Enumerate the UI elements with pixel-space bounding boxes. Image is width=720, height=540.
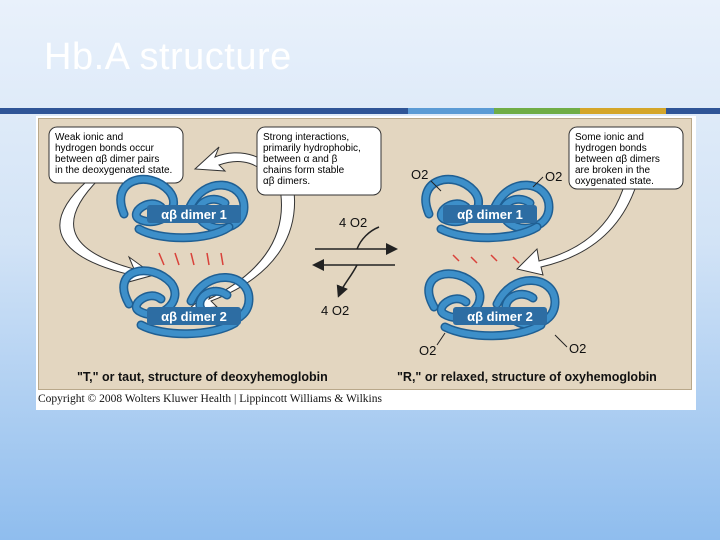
callout-middle-line: αβ dimers.	[263, 176, 310, 187]
t-dimer-2-label: αβ dimer 2	[161, 309, 227, 324]
callout-middle-line: between α and β	[263, 154, 338, 165]
callout-right-line: between αβ dimers	[575, 154, 660, 165]
o2-label-bottom-left: O2	[419, 343, 436, 358]
o2-label-top-left: O2	[411, 167, 428, 182]
caption-r-state: "R," or relaxed, structure of oxyhemoglo…	[397, 370, 657, 384]
callout-right-line: oxygenated state.	[575, 176, 654, 187]
callout-right: Some ionic and hydrogen bonds between αβ…	[568, 126, 684, 190]
divider-segment	[0, 108, 408, 114]
callout-middle-line: Strong interactions,	[263, 132, 349, 143]
divider-segment	[408, 108, 494, 114]
copyright-notice: Copyright © 2008 Wolters Kluwer Health |…	[38, 393, 382, 405]
r-dimer-2	[424, 269, 560, 341]
forward-o2-label: 4 O2	[339, 215, 367, 230]
equilibrium-arrows: 4 O2 4 O2	[312, 215, 398, 318]
figure-panel: Weak ionic and hydrogen bonds occur betw…	[38, 118, 692, 390]
callout-pointer-right	[516, 182, 638, 276]
reverse-o2-label: 4 O2	[321, 303, 349, 318]
callout-left: Weak ionic and hydrogen bonds occur betw…	[48, 126, 184, 184]
callout-left-line: between αβ dimer pairs	[55, 154, 159, 165]
caption-t-state: "T," or taut, structure of deoxyhemoglob…	[77, 370, 328, 384]
divider-segment	[580, 108, 666, 114]
r-bond-marks	[452, 254, 520, 264]
callout-middle-line: primarily hydrophobic,	[263, 143, 361, 154]
slide-title: Hb.A structure	[44, 36, 292, 78]
callout-middle-line: chains form stable	[263, 165, 345, 176]
callout-left-line: Weak ionic and	[55, 132, 123, 143]
t-dimer-1	[116, 174, 249, 243]
r-dimer-2-label: αβ dimer 2	[467, 309, 533, 324]
r-dimer-1-label: αβ dimer 1	[457, 207, 523, 222]
callout-right-line: Some ionic and	[575, 132, 644, 143]
callout-right-line: hydrogen bonds	[575, 143, 647, 154]
t-dimer-1-label: αβ dimer 1	[161, 207, 227, 222]
callout-left-line: hydrogen bonds occur	[55, 143, 155, 154]
hemoglobin-figure: Weak ionic and hydrogen bonds occur betw…	[36, 116, 696, 410]
o2-label-top-right: O2	[545, 169, 562, 184]
divider-segment	[666, 108, 720, 114]
title-divider	[0, 108, 720, 114]
divider-segment	[494, 108, 580, 114]
callout-middle: Strong interactions, primarily hydrophob…	[256, 126, 382, 196]
callout-right-line: are broken in the	[575, 165, 650, 176]
hemoglobin-diagram: Weak ionic and hydrogen bonds occur betw…	[48, 126, 684, 384]
t-bond-marks	[158, 252, 224, 266]
oxygen-labels: O2 O2 O2 O2	[411, 167, 586, 358]
callout-left-line: in the deoxygenated state.	[55, 165, 172, 176]
o2-label-bottom-right: O2	[569, 341, 586, 356]
